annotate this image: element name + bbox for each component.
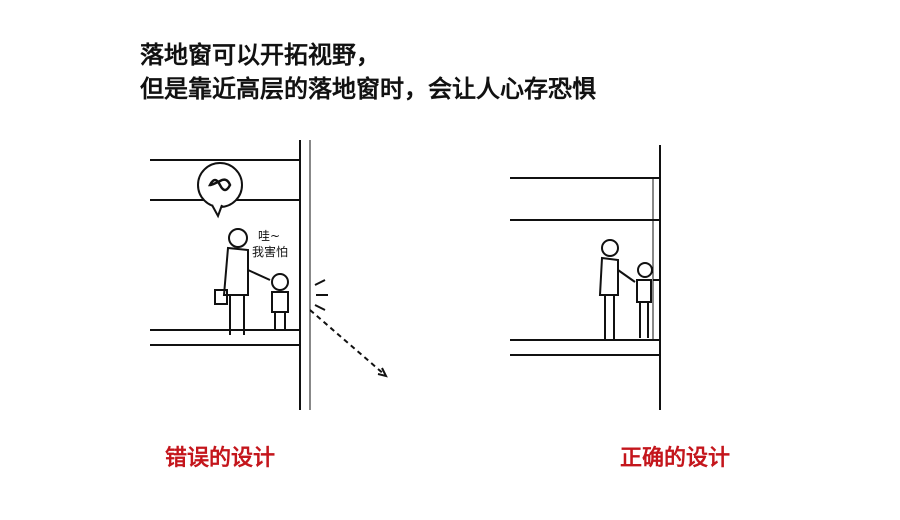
- child-body: [271, 291, 289, 313]
- headline: 落地窗可以开拓视野， 但是靠近高层的落地窗时，会让人心存恐惧: [140, 38, 596, 106]
- adult-head: [601, 239, 619, 257]
- fall-arrow-line: [309, 309, 386, 376]
- adult-arm: [617, 269, 636, 283]
- headline-line-1: 落地窗可以开拓视野，: [140, 41, 380, 69]
- fear-mark-1: [314, 279, 326, 286]
- child-head: [637, 262, 653, 278]
- adult-handbag: [214, 289, 228, 305]
- adult-body: [222, 246, 249, 296]
- speech-line-2: 我害怕: [252, 244, 288, 259]
- fear-mark-3: [314, 304, 326, 311]
- thought-bubble-tail: [211, 204, 223, 219]
- fall-arrow-head: [377, 367, 388, 378]
- caption-wrong-design: 错误的设计: [165, 446, 276, 471]
- adult-body: [598, 256, 619, 296]
- speech-line-1: 哇~: [258, 229, 280, 243]
- wrong-design-drawing: 哇~ 我害怕: [150, 140, 388, 410]
- wrong-design-illustration: 哇~ 我害怕: [120, 130, 450, 420]
- right-design-drawing: [510, 145, 661, 410]
- adult-arm: [247, 269, 271, 281]
- headline-line-2: 但是靠近高层的落地窗时，会让人心存恐惧: [140, 75, 596, 103]
- right-design-illustration: [480, 130, 810, 420]
- child-head: [271, 273, 289, 291]
- adult-head: [228, 228, 248, 248]
- scribble-icon: [207, 178, 232, 192]
- caption-right-design: 正确的设计: [620, 446, 731, 471]
- child-body: [636, 279, 652, 303]
